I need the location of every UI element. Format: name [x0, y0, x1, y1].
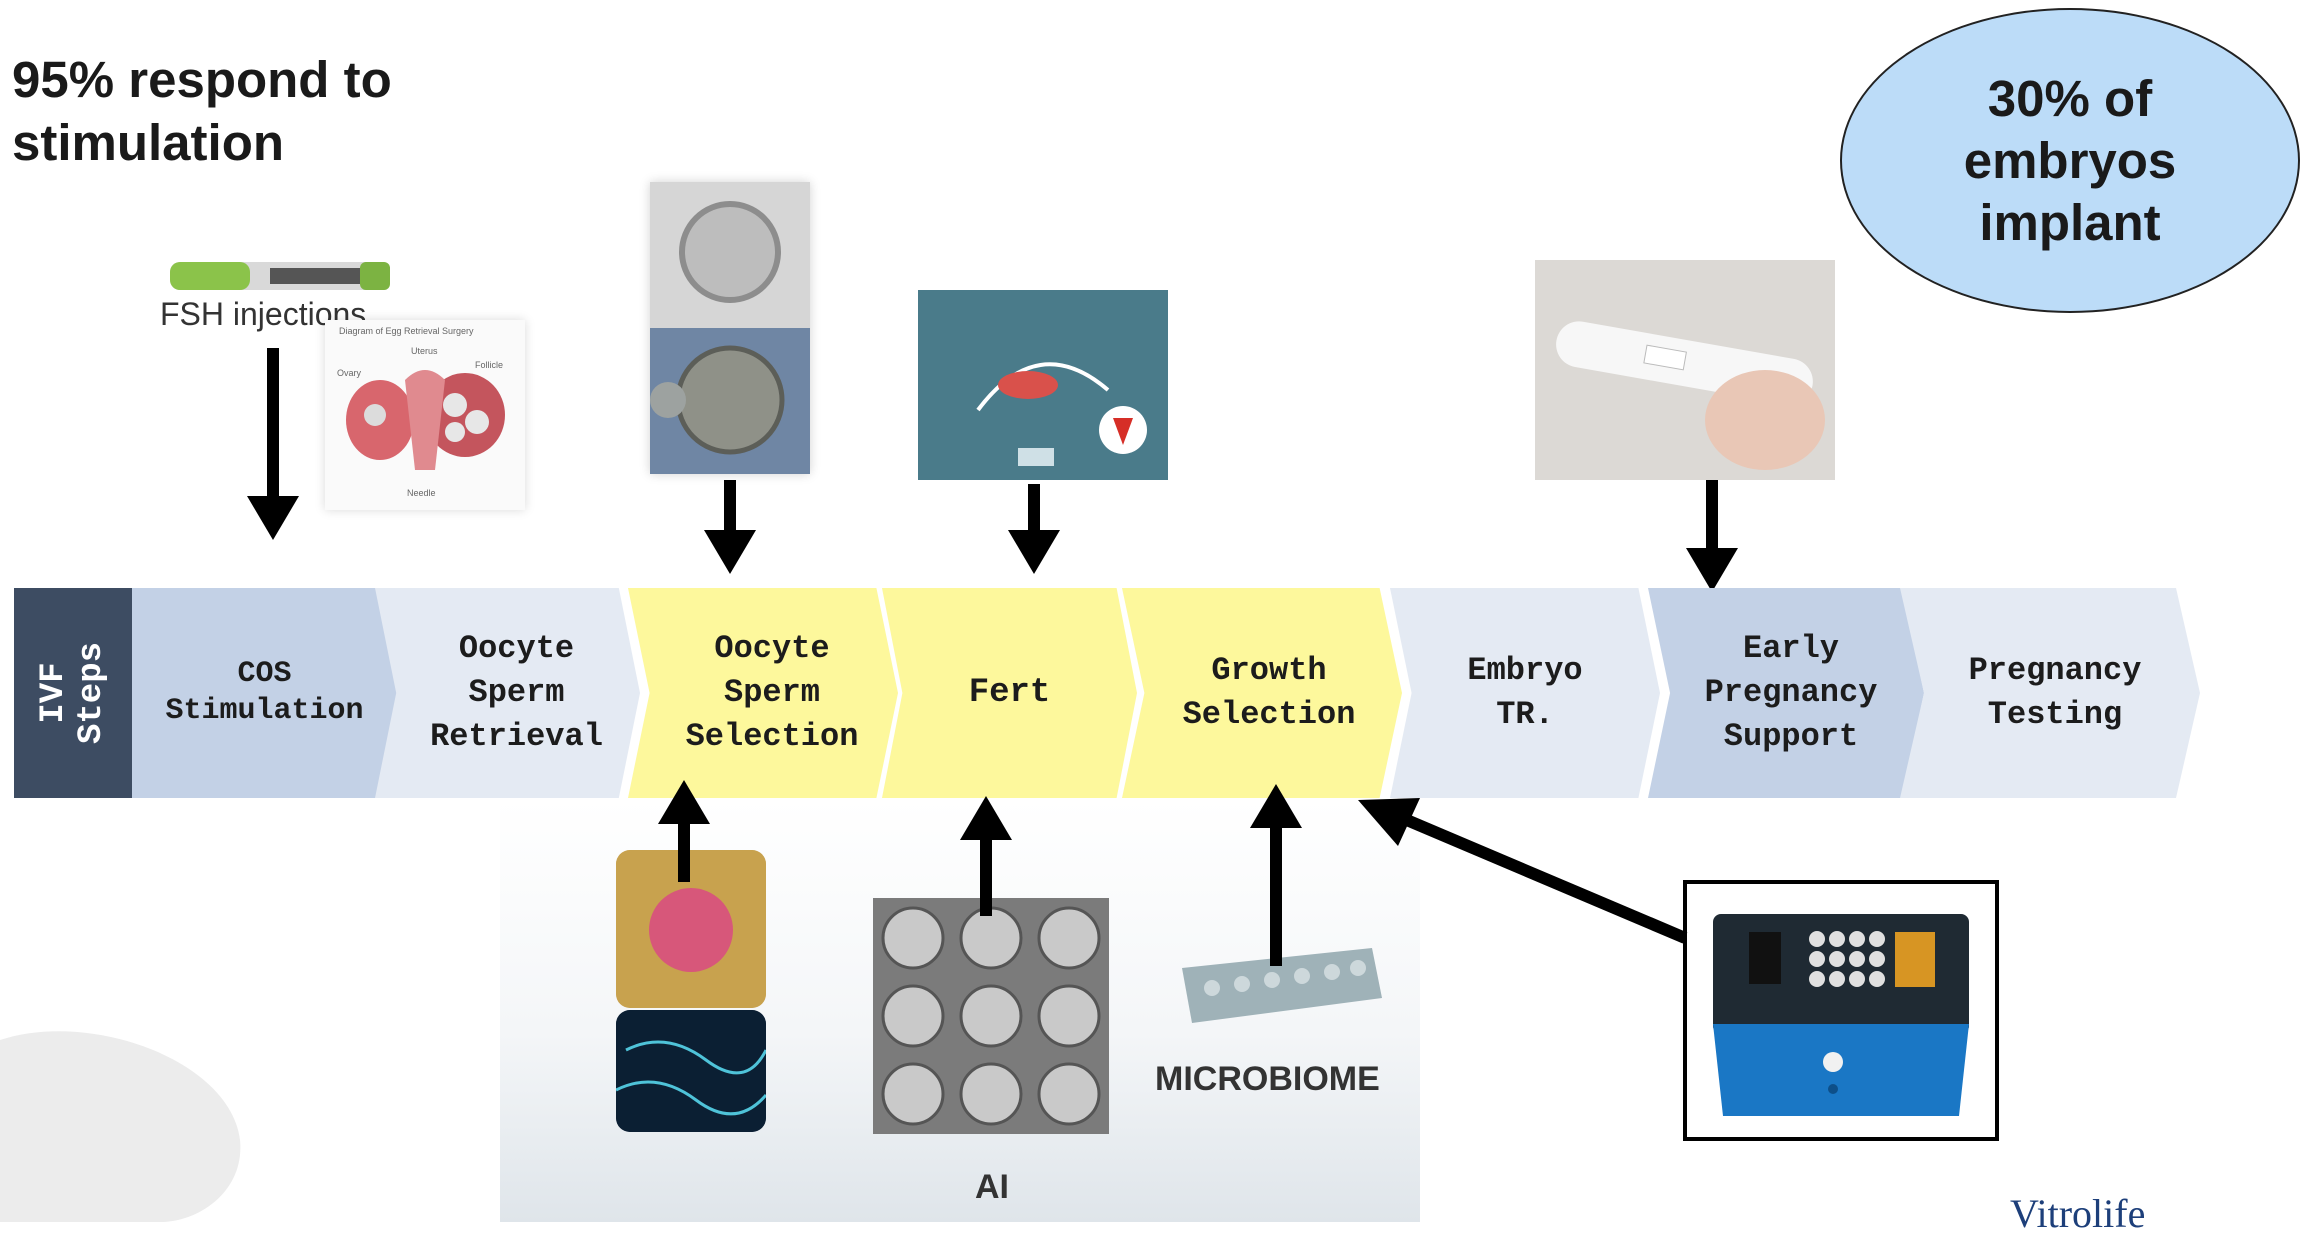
arrow-head [247, 496, 299, 540]
arrow-sperm-to-selection [678, 822, 690, 882]
microbiome-plate-image [1172, 938, 1387, 1028]
arrow-fsh-to-cos [267, 348, 279, 498]
arrow-head [1250, 784, 1302, 828]
step-label: Fert [968, 674, 1051, 712]
sperm-image [616, 1010, 766, 1132]
arrow-incubator-to-growth [1358, 798, 1688, 944]
arrow-head [704, 530, 756, 574]
step-label: Growth Selection [1182, 652, 1356, 733]
step-cos-stimulation: COS Stimulation [132, 588, 397, 798]
ovary-label: Ovary [337, 368, 362, 378]
step-pregnancy-testing: Pregnancy Testing [1900, 588, 2200, 798]
needle-label: Needle [407, 488, 436, 498]
arrow-head [1686, 548, 1738, 592]
oocyte-microscopy-image [650, 182, 810, 474]
ivf-steps-label: IVF Steps [35, 641, 111, 745]
arrow-fertilization-to-fert [1028, 484, 1040, 534]
fsh-injection-pen-image [150, 240, 400, 330]
step-oocyte-sperm-selection: Oocyte Sperm Selection [628, 588, 898, 798]
egg-retrieval-diagram-image: Diagram of Egg Retrieval Surgery Uterus … [325, 320, 525, 510]
ai-caption: AI [975, 1168, 1009, 1206]
step-early-pregnancy-support: Early Pregnancy Support [1648, 588, 1924, 798]
arrow-microbiome-to-growth [1270, 826, 1282, 966]
step-label: COS Stimulation [165, 657, 364, 728]
embryo-timelapse-grid-image [873, 898, 1109, 1134]
microbiome-caption: MICROBIOME [1155, 1060, 1380, 1098]
arrow-test-to-support [1706, 480, 1718, 552]
step-label: Pregnancy Testing [1968, 652, 2142, 733]
step-oocyte-sperm-retrieval: Oocyte Sperm Retrieval [375, 588, 640, 798]
uterus-label: Uterus [411, 346, 438, 356]
ivf-steps-label-box: IVF Steps [14, 588, 132, 798]
arrow-oocyte-to-selection [724, 480, 736, 532]
arrow-head [658, 780, 710, 824]
decorative-swoosh [0, 1031, 241, 1222]
arrow-head [960, 796, 1012, 840]
cumulus-oocyte-image [616, 850, 766, 1008]
fertilization-illustration-image [918, 290, 1168, 480]
embryo-incubator-image [1683, 880, 1999, 1141]
pregnancy-test-image [1535, 260, 1835, 480]
egg-retrieval-caption: Diagram of Egg Retrieval Surgery [339, 326, 474, 336]
follicle-label: Follicle [475, 360, 504, 370]
arrow-head [1008, 530, 1060, 574]
stimulation-response-text: 95% respond to stimulation [12, 51, 392, 171]
arrow-ai-to-fert [980, 838, 992, 916]
implant-rate-text: 30% of embryos implant [1963, 69, 2177, 251]
step-fert: Fert [882, 588, 1137, 798]
vitrolife-logo: Vitrolife [2010, 1191, 2146, 1236]
step-embryo-transfer: Embryo TR. [1390, 588, 1660, 798]
implant-rate-oval: 30% of embryos implant [1840, 8, 2300, 313]
step-label: Early Pregnancy Support [1704, 630, 1878, 755]
step-label: Oocyte Sperm Selection [685, 630, 859, 755]
step-label: Embryo TR. [1467, 652, 1583, 733]
step-growth-selection: Growth Selection [1122, 588, 1402, 798]
step-label: Oocyte Sperm Retrieval [430, 630, 603, 755]
